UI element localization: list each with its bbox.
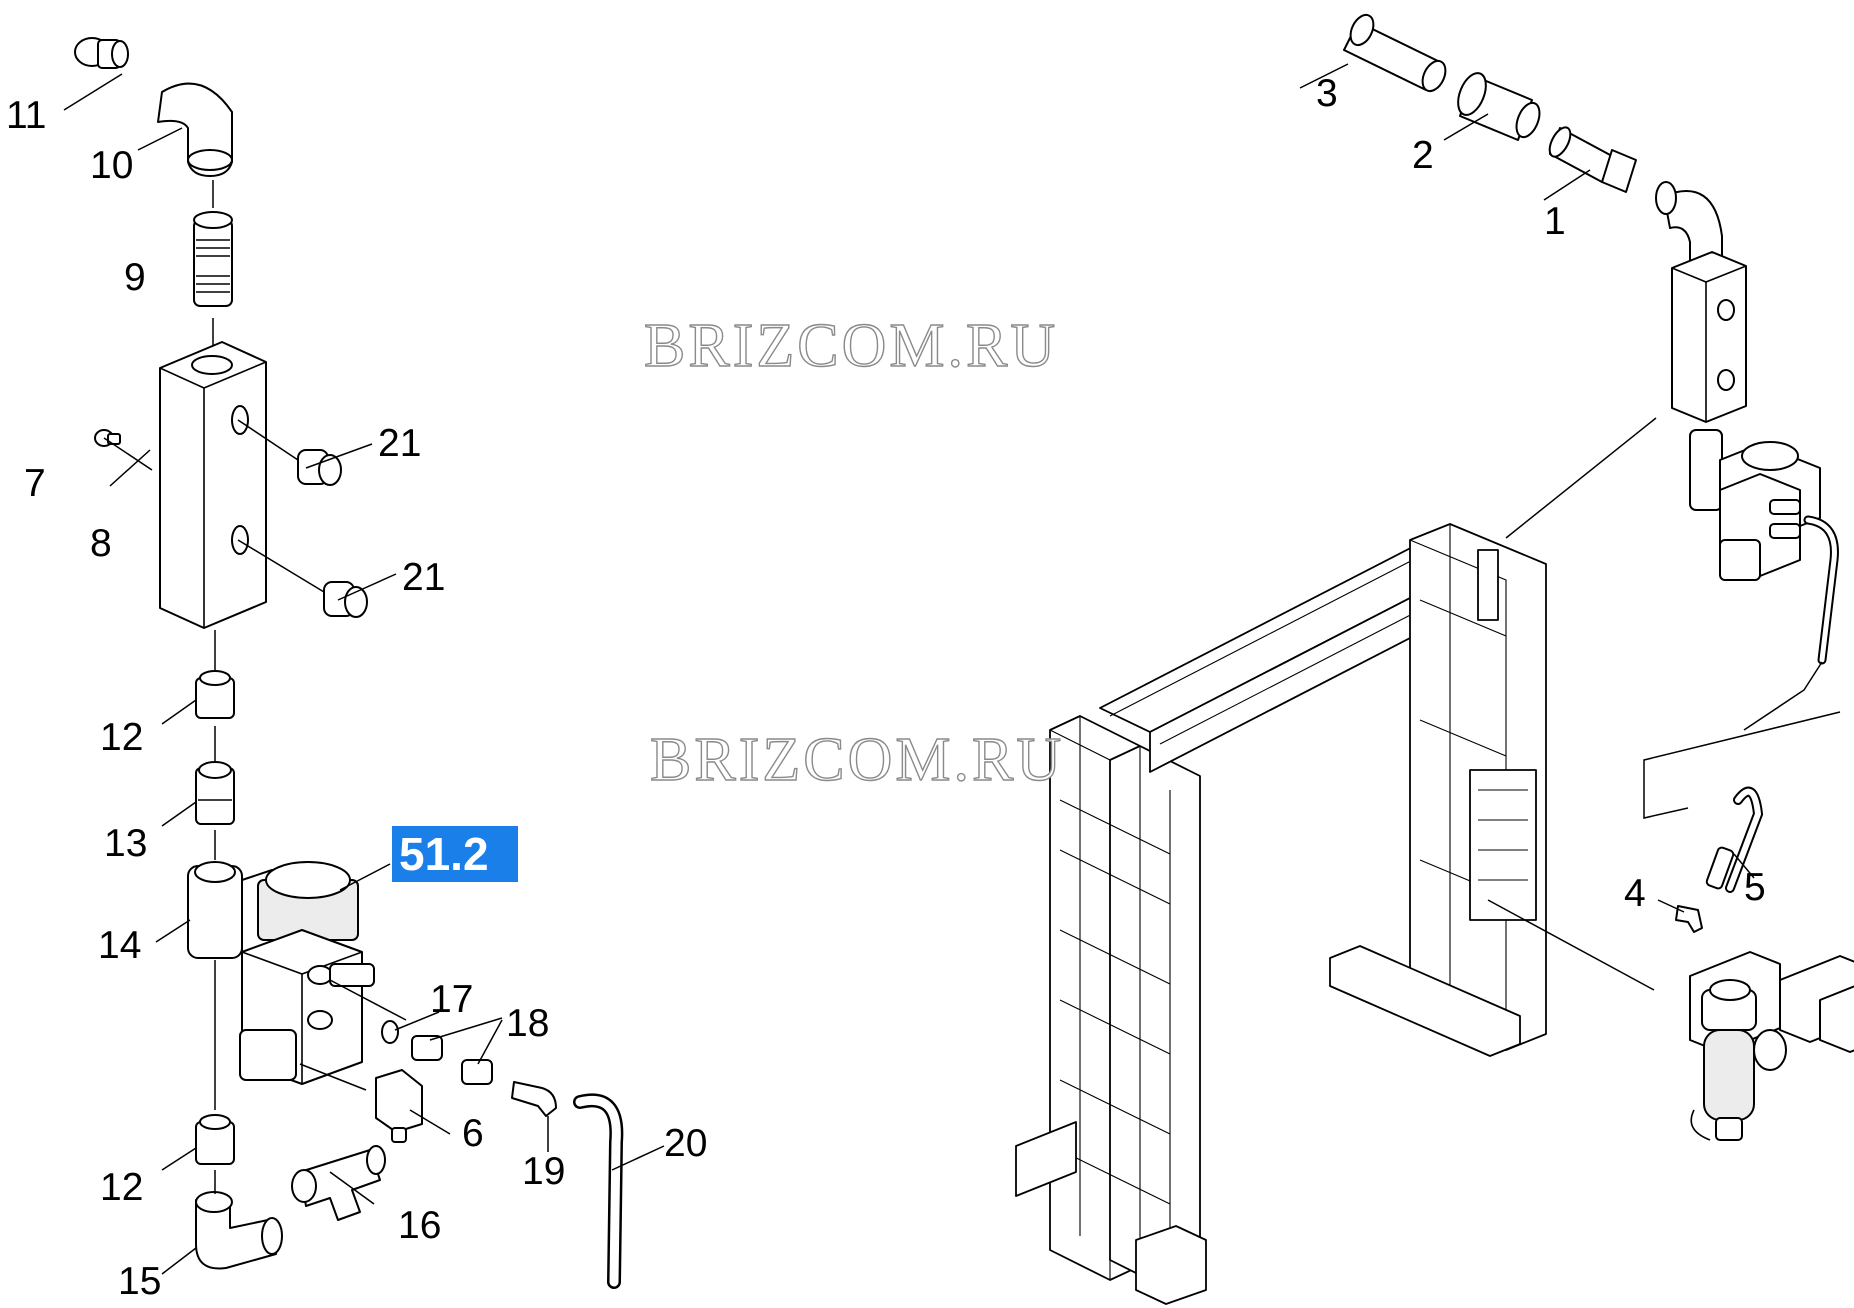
part-16-tee-fitting — [291, 1145, 386, 1221]
part-8-manifold-block — [159, 341, 267, 629]
filter-regulator-assembly — [1689, 951, 1854, 1141]
right-manifold-block — [1671, 251, 1747, 423]
right-lower-leaders — [1487, 853, 1755, 991]
callout-12-lower: 12 — [100, 1166, 143, 1209]
part-7-screw — [94, 429, 121, 447]
watermark-upper: BRIZCOM.RU — [644, 312, 1058, 380]
callout-16: 16 — [398, 1204, 441, 1247]
callout-3: 3 — [1316, 72, 1338, 115]
part-18-fitting-b — [461, 1059, 493, 1085]
right-upper-leaders — [1299, 63, 1823, 731]
reference-badge[interactable]: 51.2 — [392, 826, 518, 882]
callout-15: 15 — [118, 1260, 161, 1303]
callout-8: 8 — [90, 522, 112, 565]
left-assembly-leaders — [63, 73, 665, 1275]
callout-7: 7 — [24, 462, 46, 505]
part-2-filter — [1457, 72, 1541, 141]
part-20-hose — [573, 1093, 624, 1289]
callout-4: 4 — [1624, 872, 1646, 915]
callout-14: 14 — [98, 924, 141, 967]
watermark-lower: BRIZCOM.RU — [650, 726, 1064, 794]
part-11-fitting — [74, 37, 129, 69]
callout-18: 18 — [506, 1002, 549, 1045]
part-5-hose-connector — [1705, 786, 1764, 893]
callout-21-upper: 21 — [378, 422, 421, 465]
callout-9: 9 — [124, 256, 146, 299]
reference-badge-label: 51.2 — [399, 828, 489, 880]
callout-5: 5 — [1744, 866, 1766, 909]
callout-13: 13 — [104, 822, 147, 865]
part-12-fitting-lower — [195, 1114, 235, 1165]
part-19-elbow-connector — [511, 1081, 557, 1117]
callout-11: 11 — [6, 94, 47, 137]
part-12-fitting-upper — [195, 670, 235, 719]
right-valve-assembly — [1689, 429, 1821, 581]
part-9-nipple — [193, 211, 233, 307]
part-3-pipe — [1343, 13, 1447, 93]
machine-frame — [1015, 523, 1547, 1305]
callout-17: 17 — [430, 978, 473, 1021]
right-lower-bracket-lines — [1643, 711, 1841, 819]
part-10-elbow — [157, 82, 233, 177]
callout-2: 2 — [1412, 134, 1434, 177]
callout-12-upper: 12 — [100, 716, 143, 759]
reference-badge-background — [392, 826, 518, 882]
callout-19: 19 — [522, 1150, 565, 1193]
part-15-elbow — [195, 1191, 283, 1270]
callout-21-lower: 21 — [402, 556, 445, 599]
part-1-fitting — [1548, 126, 1637, 193]
callout-20: 20 — [664, 1122, 707, 1165]
part-18-fitting-a — [411, 1035, 443, 1061]
callout-10: 10 — [90, 144, 133, 187]
part-17-washer — [381, 1020, 399, 1044]
part-4-elbow-fitting — [1675, 905, 1703, 933]
callout-1: 1 — [1544, 200, 1566, 243]
part-6-connector-plug — [375, 1069, 423, 1143]
part-21-plug-upper — [297, 449, 342, 486]
part-14-valve-body — [187, 861, 375, 1085]
part-13-fitting — [195, 761, 235, 825]
callout-6: 6 — [462, 1112, 484, 1155]
right-pneumatic-hose — [1803, 515, 1839, 665]
part-21-plug-lower — [323, 581, 368, 618]
